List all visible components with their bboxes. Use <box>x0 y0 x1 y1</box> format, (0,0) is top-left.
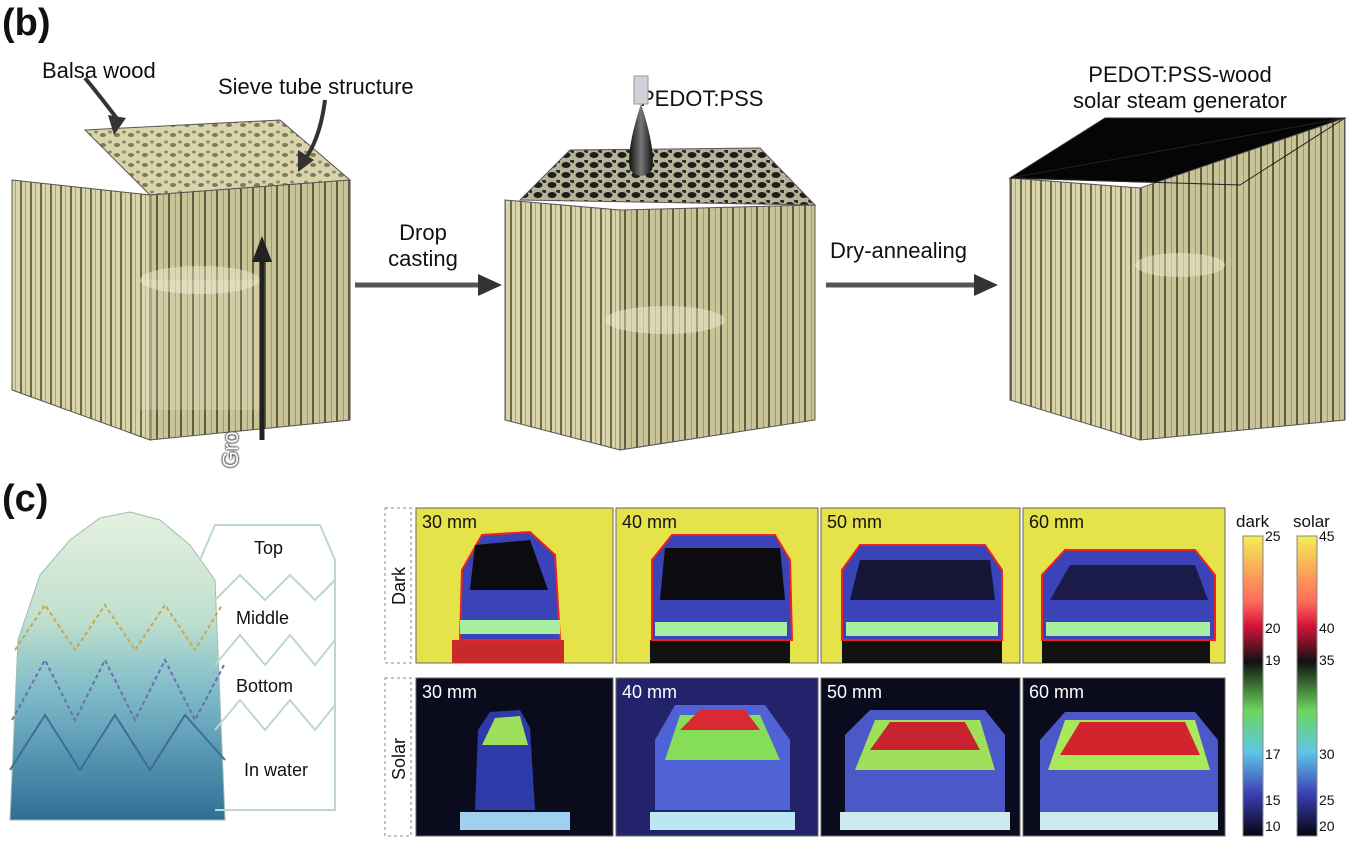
thermal-solar-50 <box>820 677 1021 837</box>
colorbar-dark-tick: 20 <box>1265 620 1281 636</box>
pedot-wood-cube <box>1008 117 1347 441</box>
panel-b-label: (b) <box>2 2 51 44</box>
solar-height-50: 50 mm <box>827 682 883 702</box>
colorbar-solar-tick: 45 <box>1319 528 1335 544</box>
result-label-line1: PEDOT:PSS-wood <box>1088 62 1272 87</box>
thermal-solar-30 <box>415 677 614 837</box>
sieve-pointer-head <box>298 150 314 172</box>
thermal-dark-30 <box>415 507 614 664</box>
layer-top: Top <box>254 538 284 558</box>
balsa-pointer-head <box>108 115 126 135</box>
dark-height-50: 50 mm <box>827 512 883 532</box>
colorbar-dark <box>1242 535 1264 837</box>
colorbar-solar-title: solar <box>1293 512 1330 531</box>
dry-annealing-arrow <box>826 274 998 296</box>
colorbar-dark-tick: 25 <box>1265 528 1281 544</box>
thermal-dark-50 <box>820 507 1021 664</box>
colorbar-solar-tick: 40 <box>1319 620 1335 636</box>
drop-casting-arrow <box>355 274 502 296</box>
thermal-dark-40 <box>615 507 819 664</box>
balsa-wood-label: Balsa wood <box>42 58 156 83</box>
result-label-line2: solar steam generator <box>1073 88 1287 113</box>
dark-height-60: 60 mm <box>1029 512 1085 532</box>
panel-c-label: (c) <box>2 478 49 520</box>
solar-height-60: 60 mm <box>1029 682 1085 702</box>
growth-direction-arrow <box>252 236 272 440</box>
row-solar-frame <box>384 677 412 837</box>
layer-bottom: Bottom <box>236 676 294 696</box>
colorbar-dark-tick: 17 <box>1265 746 1281 762</box>
layer-outline <box>199 524 336 811</box>
colorbar-solar-tick: 35 <box>1319 652 1335 668</box>
colorbar-dark-title: dark <box>1236 512 1270 531</box>
colorbar-solar-tick: 25 <box>1319 792 1335 808</box>
dark-height-40: 40 mm <box>622 512 678 532</box>
colorbar-solar-tick: 30 <box>1319 746 1335 762</box>
colorbar-dark-tick: 15 <box>1265 792 1281 808</box>
drop-cast-cube <box>504 147 817 451</box>
layer-middle: Middle <box>236 608 290 628</box>
thermal-dark-60 <box>1022 507 1226 664</box>
balsa-wood-cube <box>11 119 352 441</box>
balsa-pointer-arrow <box>83 76 120 122</box>
dark-height-30: 30 mm <box>422 512 478 532</box>
sieve-tube-label: Sieve tube structure <box>218 74 414 99</box>
layer-in-water: In water <box>244 760 309 780</box>
row-label-solar: Solar <box>389 737 409 780</box>
drop-casting-line1: Drop <box>399 220 447 245</box>
drop-casting-line2: casting <box>388 246 458 271</box>
row-label-dark: Dark <box>389 566 409 605</box>
thermal-solar-40 <box>615 677 819 837</box>
dropper-icon <box>629 75 653 176</box>
colorbar-solar-tick: 20 <box>1319 818 1335 834</box>
colorbar-dark-tick: 19 <box>1265 652 1281 668</box>
colorbar-dark-tick: 10 <box>1265 818 1281 834</box>
result-label: PEDOT:PSS-wood solar steam generator <box>1010 62 1350 114</box>
solar-height-40: 40 mm <box>622 682 678 702</box>
solar-height-30: 30 mm <box>422 682 478 702</box>
row-dark-frame <box>384 507 412 664</box>
colorbar-solar <box>1296 535 1318 837</box>
dry-annealing-label: Dry-annealing <box>830 238 967 263</box>
thermal-solar-60 <box>1022 677 1226 837</box>
origami-generator <box>9 511 226 821</box>
drop-casting-label: Drop casting <box>368 220 478 272</box>
pedot-label: PEDOT:PSS <box>640 86 764 111</box>
